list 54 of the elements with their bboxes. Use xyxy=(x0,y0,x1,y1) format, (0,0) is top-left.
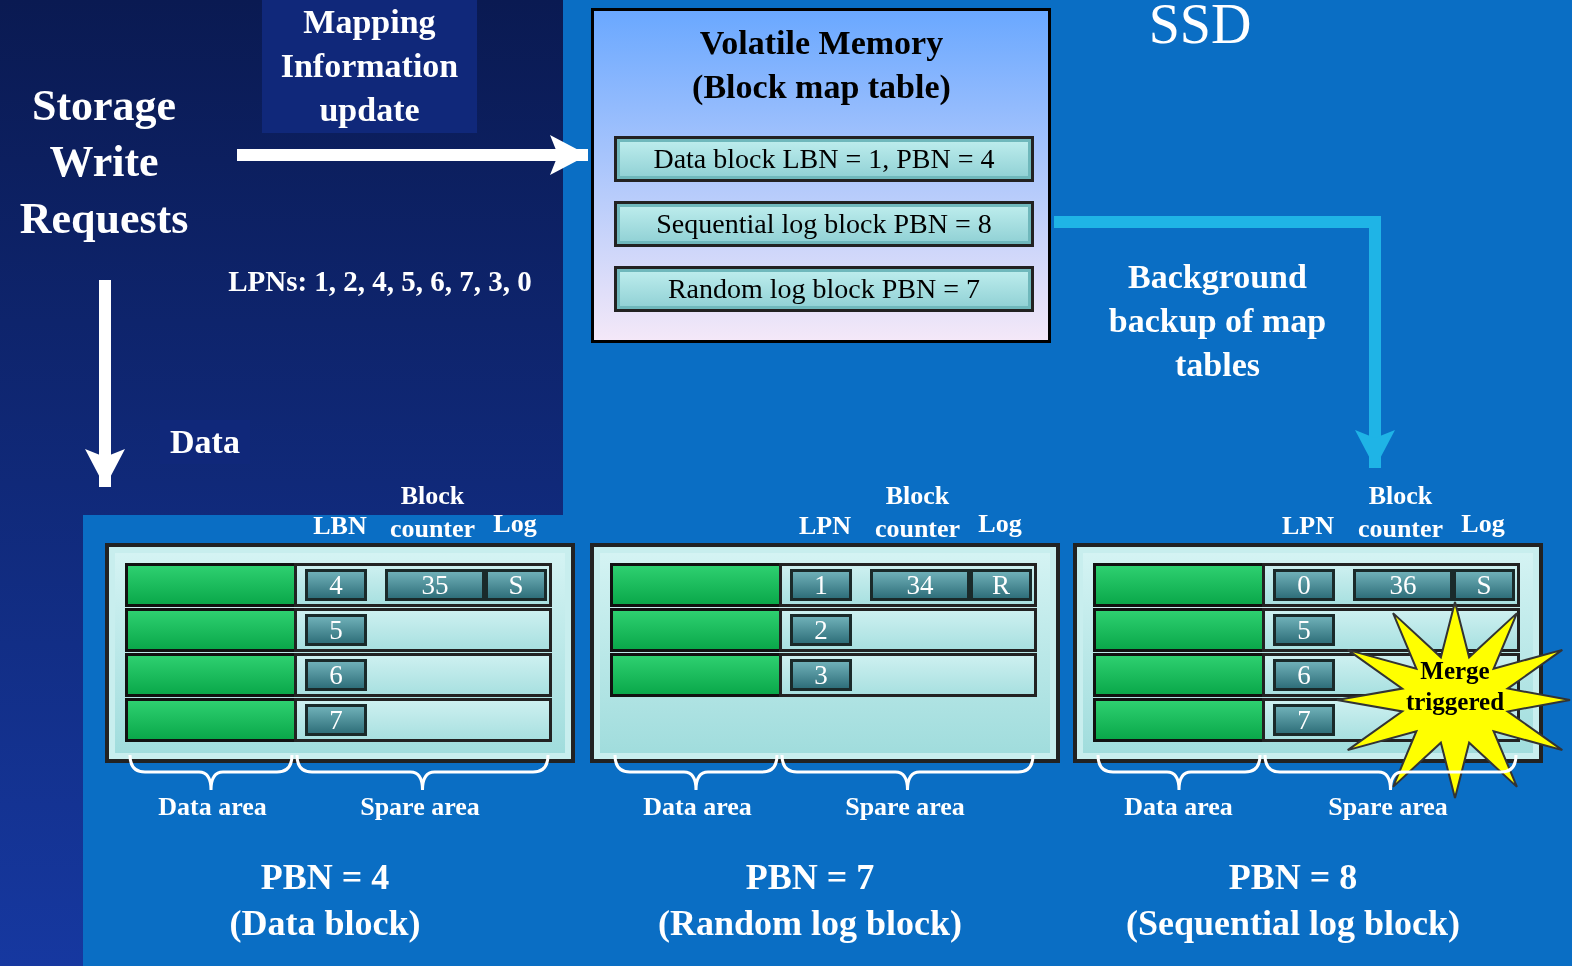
table-entry: Data block LBN = 1, PBN = 4 xyxy=(614,136,1034,182)
block-title: PBN = 4 xyxy=(259,858,391,898)
column-header: Log xyxy=(977,508,1023,540)
edge-label: Mapping Information update xyxy=(262,0,477,133)
cell: R xyxy=(970,569,1032,601)
block-caption: (Data block) xyxy=(228,904,422,944)
cell: 36 xyxy=(1353,569,1453,601)
cell: 4 xyxy=(305,569,367,601)
column-header: Log xyxy=(492,508,538,540)
cell: 2 xyxy=(790,614,852,646)
column-header: Block counter xyxy=(1356,480,1445,545)
cell: 6 xyxy=(1273,659,1335,691)
cell: 1 xyxy=(790,569,852,601)
callout-text: Merge triggered xyxy=(1404,656,1506,718)
arrow xyxy=(1054,216,1395,468)
heading-text: Storage Write Requests xyxy=(8,78,200,248)
cell: 5 xyxy=(305,614,367,646)
flash-block xyxy=(105,543,575,763)
cell: 0 xyxy=(1273,569,1335,601)
starburst xyxy=(1335,600,1572,800)
cell: 3 xyxy=(790,659,852,691)
memory-panel xyxy=(591,8,1051,343)
area-label: Spare area xyxy=(844,793,966,822)
label: LPNs: 1, 2, 4, 5, 6, 7, 3, 0 xyxy=(227,266,533,298)
column-header: Log xyxy=(1460,508,1506,540)
area-label: Data area xyxy=(1123,793,1234,822)
area-label: Spare area xyxy=(359,793,481,822)
cell: S xyxy=(485,569,547,601)
cell: 6 xyxy=(305,659,367,691)
cell: S xyxy=(1453,569,1515,601)
column-header: LPN xyxy=(1281,510,1335,542)
column-header: LPN xyxy=(798,510,852,542)
area-label: Data area xyxy=(157,793,268,822)
block-title: PBN = 8 xyxy=(1227,858,1359,898)
block-title: PBN = 7 xyxy=(744,858,876,898)
cell: 5 xyxy=(1273,614,1335,646)
table-entry: Random log block PBN = 7 xyxy=(614,266,1034,312)
cell: 7 xyxy=(305,704,367,736)
block-caption: (Sequential log block) xyxy=(1124,904,1461,944)
column-header: Block counter xyxy=(388,480,477,545)
cell: 35 xyxy=(385,569,485,601)
cell: 34 xyxy=(870,569,970,601)
block-caption: (Random log block) xyxy=(657,904,963,944)
table-entry: Sequential log block PBN = 8 xyxy=(614,201,1034,247)
area-label: Spare area xyxy=(1327,793,1449,822)
title-text: SSD xyxy=(1147,0,1253,56)
panel-title: Volatile Memory (Block map table) xyxy=(691,23,952,108)
flash-block xyxy=(590,543,1060,763)
arrow xyxy=(237,135,588,175)
cell: 7 xyxy=(1273,704,1335,736)
column-header: LBN xyxy=(312,510,368,542)
column-header: Block counter xyxy=(873,480,962,545)
arrow xyxy=(85,280,125,487)
area-label: Data area xyxy=(642,793,753,822)
